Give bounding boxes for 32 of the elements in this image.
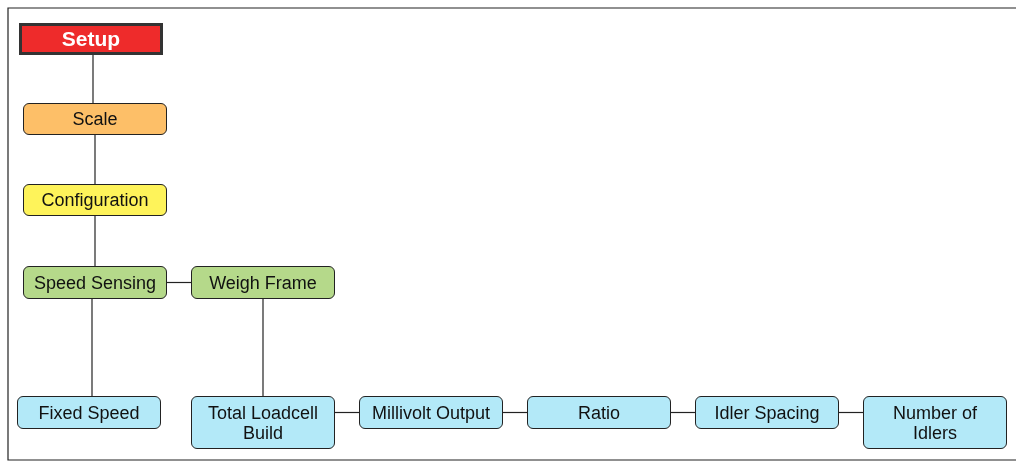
connector-line	[502, 411, 528, 414]
connector-line	[92, 54, 94, 104]
node-label: Fixed Speed	[38, 402, 140, 423]
node-box	[23, 184, 167, 216]
node-box	[191, 266, 335, 299]
connector-line	[94, 215, 96, 267]
node-box	[23, 266, 167, 299]
connector-line	[262, 298, 264, 397]
node-label: Weigh Frame	[209, 272, 317, 293]
connector-line	[91, 298, 93, 397]
node-label: Idler Spacing	[714, 402, 820, 423]
connector-line	[166, 281, 192, 284]
node-label: Millivolt Output	[371, 402, 490, 423]
node-label: Setup	[61, 29, 121, 49]
node-label: Ratio	[578, 402, 620, 423]
node-box	[527, 396, 671, 429]
node-label: Scale	[72, 109, 118, 129]
connector-line	[838, 411, 864, 414]
node-box	[17, 396, 161, 429]
connector-line	[94, 134, 96, 185]
node-box	[695, 396, 839, 429]
node-box	[19, 23, 163, 55]
node-label: Number of Idlers	[891, 402, 978, 443]
connector-line	[334, 411, 360, 414]
connector-line	[670, 411, 696, 414]
node-box	[863, 396, 1007, 449]
node-label: Speed Sensing	[33, 272, 157, 293]
node-box	[359, 396, 503, 429]
node-box	[191, 396, 335, 449]
node-box	[23, 103, 167, 135]
node-label: Configuration	[41, 190, 149, 210]
node-label: Total Loadcell Build	[206, 402, 320, 443]
